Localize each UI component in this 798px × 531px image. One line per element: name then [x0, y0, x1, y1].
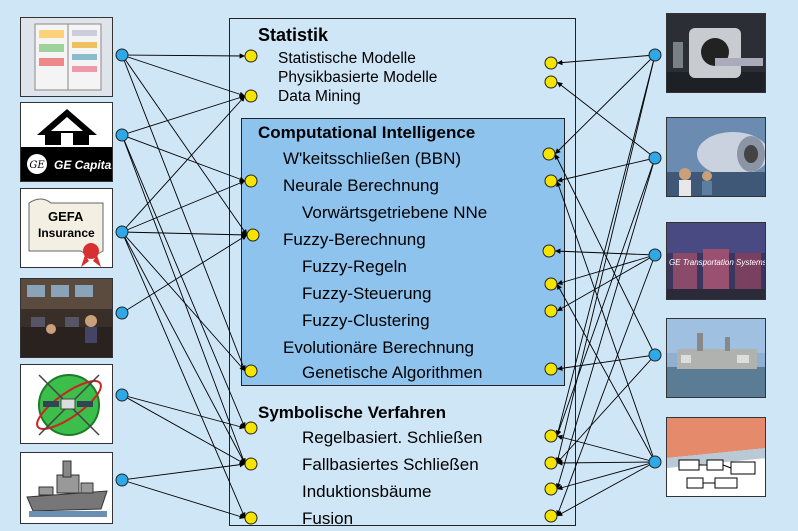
ci-item: Evolutionäre Berechnung	[283, 338, 474, 357]
source-dot	[648, 455, 662, 469]
connector-arrow	[121, 231, 246, 519]
connector-arrow	[121, 95, 246, 233]
connector-arrow	[121, 95, 246, 136]
medical-scanner-photo	[666, 13, 766, 93]
connector-arrow	[121, 231, 246, 465]
connector-arrow	[121, 54, 246, 372]
source-dot	[648, 48, 662, 62]
ci-item: Vorwärtsgetriebene NNe	[302, 203, 488, 222]
connector-arrow	[121, 231, 246, 372]
ci-item: Neurale Berechnung	[283, 176, 439, 195]
svg-text:GE: GE	[29, 160, 45, 171]
gefa-insurance-certificate: GEFA Insurance	[20, 188, 113, 268]
ge-capital-logo: GE GE Capital	[20, 102, 113, 182]
refrigerator-icon	[20, 17, 113, 97]
source-dot	[115, 388, 129, 402]
symbolisch-title: Symbolische Verfahren	[258, 403, 447, 422]
ci-item: Fuzzy-Regeln	[302, 257, 407, 276]
symbolisch-item: Induktionsbäume	[302, 482, 432, 501]
connector-arrow	[121, 134, 246, 465]
connector-arrow	[121, 134, 246, 429]
statistik-item: Physikbasierte Modelle	[278, 69, 438, 86]
source-dot	[115, 128, 129, 142]
connector-arrow	[121, 54, 246, 97]
gefa-line1: GEFA	[48, 209, 84, 224]
power-plant-photo	[666, 318, 766, 398]
ci-item: Fuzzy-Steuerung	[302, 284, 432, 303]
ci-item: Fuzzy-Clustering	[302, 311, 430, 330]
connector-arrow	[121, 479, 246, 519]
source-dot	[648, 151, 662, 165]
symbolisch-item: Regelbasiert. Schließen	[302, 428, 483, 447]
ci-item: Fuzzy-Berechnung	[283, 230, 426, 249]
statistik-title: Statistik	[258, 25, 329, 45]
symbolisch-item: Fusion	[302, 509, 354, 528]
connector-arrow	[121, 180, 246, 233]
source-dot	[648, 348, 662, 362]
ci-item: W'keitsschließen (BBN)	[283, 149, 462, 168]
warship-icon	[20, 452, 113, 524]
computational-intelligence-box	[241, 118, 565, 386]
connector-arrow	[121, 134, 246, 182]
ge-transportation-caption: GE Transportation Systems	[669, 258, 766, 267]
schematic-diagram-icon	[666, 417, 766, 497]
connector-arrow	[121, 394, 246, 430]
ge-capital-caption: GE Capital	[54, 158, 113, 172]
source-dot	[115, 306, 129, 320]
ci-item: Genetische Algorithmen	[302, 363, 483, 382]
connector-arrow	[121, 53, 246, 59]
statistik-item: Data Mining	[278, 88, 361, 105]
statistik-item: Statistische Modelle	[278, 50, 416, 67]
jet-engine-photo	[666, 117, 766, 197]
gefa-line2: Insurance	[38, 226, 95, 240]
locomotives-photo: GE Transportation Systems	[666, 222, 766, 300]
source-dot	[648, 248, 662, 262]
satellite-globe-icon	[20, 364, 113, 444]
source-dot	[115, 473, 129, 487]
connector-arrow	[121, 462, 246, 481]
symbolisch-item: Fallbasiertes Schließen	[302, 455, 479, 474]
control-room-photo	[20, 278, 113, 358]
source-dot	[115, 225, 129, 239]
source-dot	[115, 48, 129, 62]
connector-arrow	[121, 394, 246, 465]
ci-title: Computational Intelligence	[258, 123, 476, 142]
